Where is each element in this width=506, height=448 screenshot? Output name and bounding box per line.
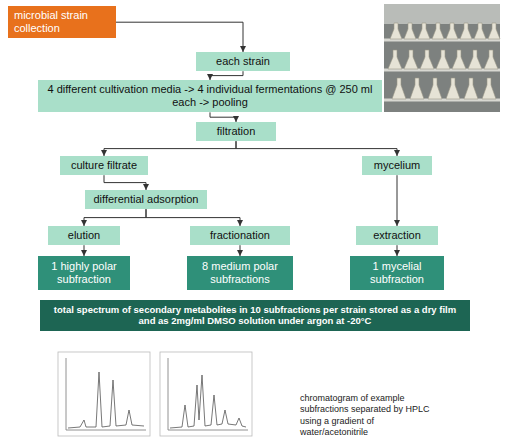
- box-text: 4 different cultivation media -> 4 indiv…: [43, 83, 377, 109]
- lab-photo: [384, 4, 500, 112]
- process-box: fractionation: [190, 226, 290, 245]
- result-box: 1 mycelial subfraction: [350, 256, 444, 290]
- box-text: fractionation: [195, 229, 285, 242]
- process-box: extraction: [356, 226, 438, 245]
- process-box: differential adsorption: [85, 190, 207, 209]
- box-text: 1 highly polar subfraction: [43, 260, 125, 286]
- flow-arrow: [116, 22, 243, 52]
- chromatogram-trace: [68, 372, 144, 428]
- process-box: filtration: [196, 122, 276, 141]
- result-box: 8 medium polar subfractions: [187, 256, 293, 290]
- box-text: filtration: [201, 125, 271, 138]
- box-text: elution: [53, 229, 115, 242]
- figure-note: chromatogram of example subfractions sep…: [300, 393, 440, 438]
- plot-frame: [160, 352, 252, 436]
- process-box: each strain: [196, 52, 290, 71]
- summary-band: total spectrum of secondary metabolites …: [40, 300, 470, 331]
- flow-arrow: [210, 112, 236, 122]
- process-box: elution: [48, 226, 120, 245]
- plot-axes: [168, 358, 248, 430]
- flow-arrow: [397, 175, 398, 226]
- flow-arrow: [104, 175, 146, 190]
- flow-arrow: [84, 245, 85, 256]
- box-text: each strain: [201, 55, 285, 68]
- plot-axes: [66, 358, 146, 430]
- box-text: microbial strain collection: [14, 9, 110, 35]
- box-text: 8 medium polar subfractions: [192, 260, 288, 286]
- flow-arrow: [240, 245, 241, 256]
- chromatogram-plot: [160, 352, 252, 436]
- plot-frame: [58, 352, 150, 436]
- box-text: differential adsorption: [90, 193, 202, 206]
- process-box: mycelium: [362, 156, 432, 175]
- flow-arrow: [397, 245, 398, 256]
- source-box: microbial strain collection: [8, 6, 116, 38]
- box-text: total spectrum of secondary metabolites …: [46, 304, 464, 327]
- flow-arrow: [210, 71, 243, 80]
- result-box: 1 highly polar subfraction: [38, 256, 130, 290]
- box-text: extraction: [361, 229, 433, 242]
- photo-flasks: [388, 23, 500, 99]
- flow-arrow: [104, 141, 236, 156]
- process-box: 4 different cultivation media -> 4 indiv…: [38, 80, 382, 112]
- box-text: culture filtrate: [65, 159, 143, 172]
- flow-arrow: [236, 141, 397, 156]
- chromatogram-trace: [170, 375, 246, 428]
- photo-ground: [384, 4, 500, 112]
- box-text: mycelium: [367, 159, 427, 172]
- process-box: culture filtrate: [60, 156, 148, 175]
- flow-arrow: [146, 209, 240, 226]
- flow-arrow: [84, 209, 146, 226]
- chromatogram-plot: [58, 352, 150, 436]
- photo-wall: [384, 4, 500, 24]
- box-text: 1 mycelial subfraction: [355, 260, 439, 286]
